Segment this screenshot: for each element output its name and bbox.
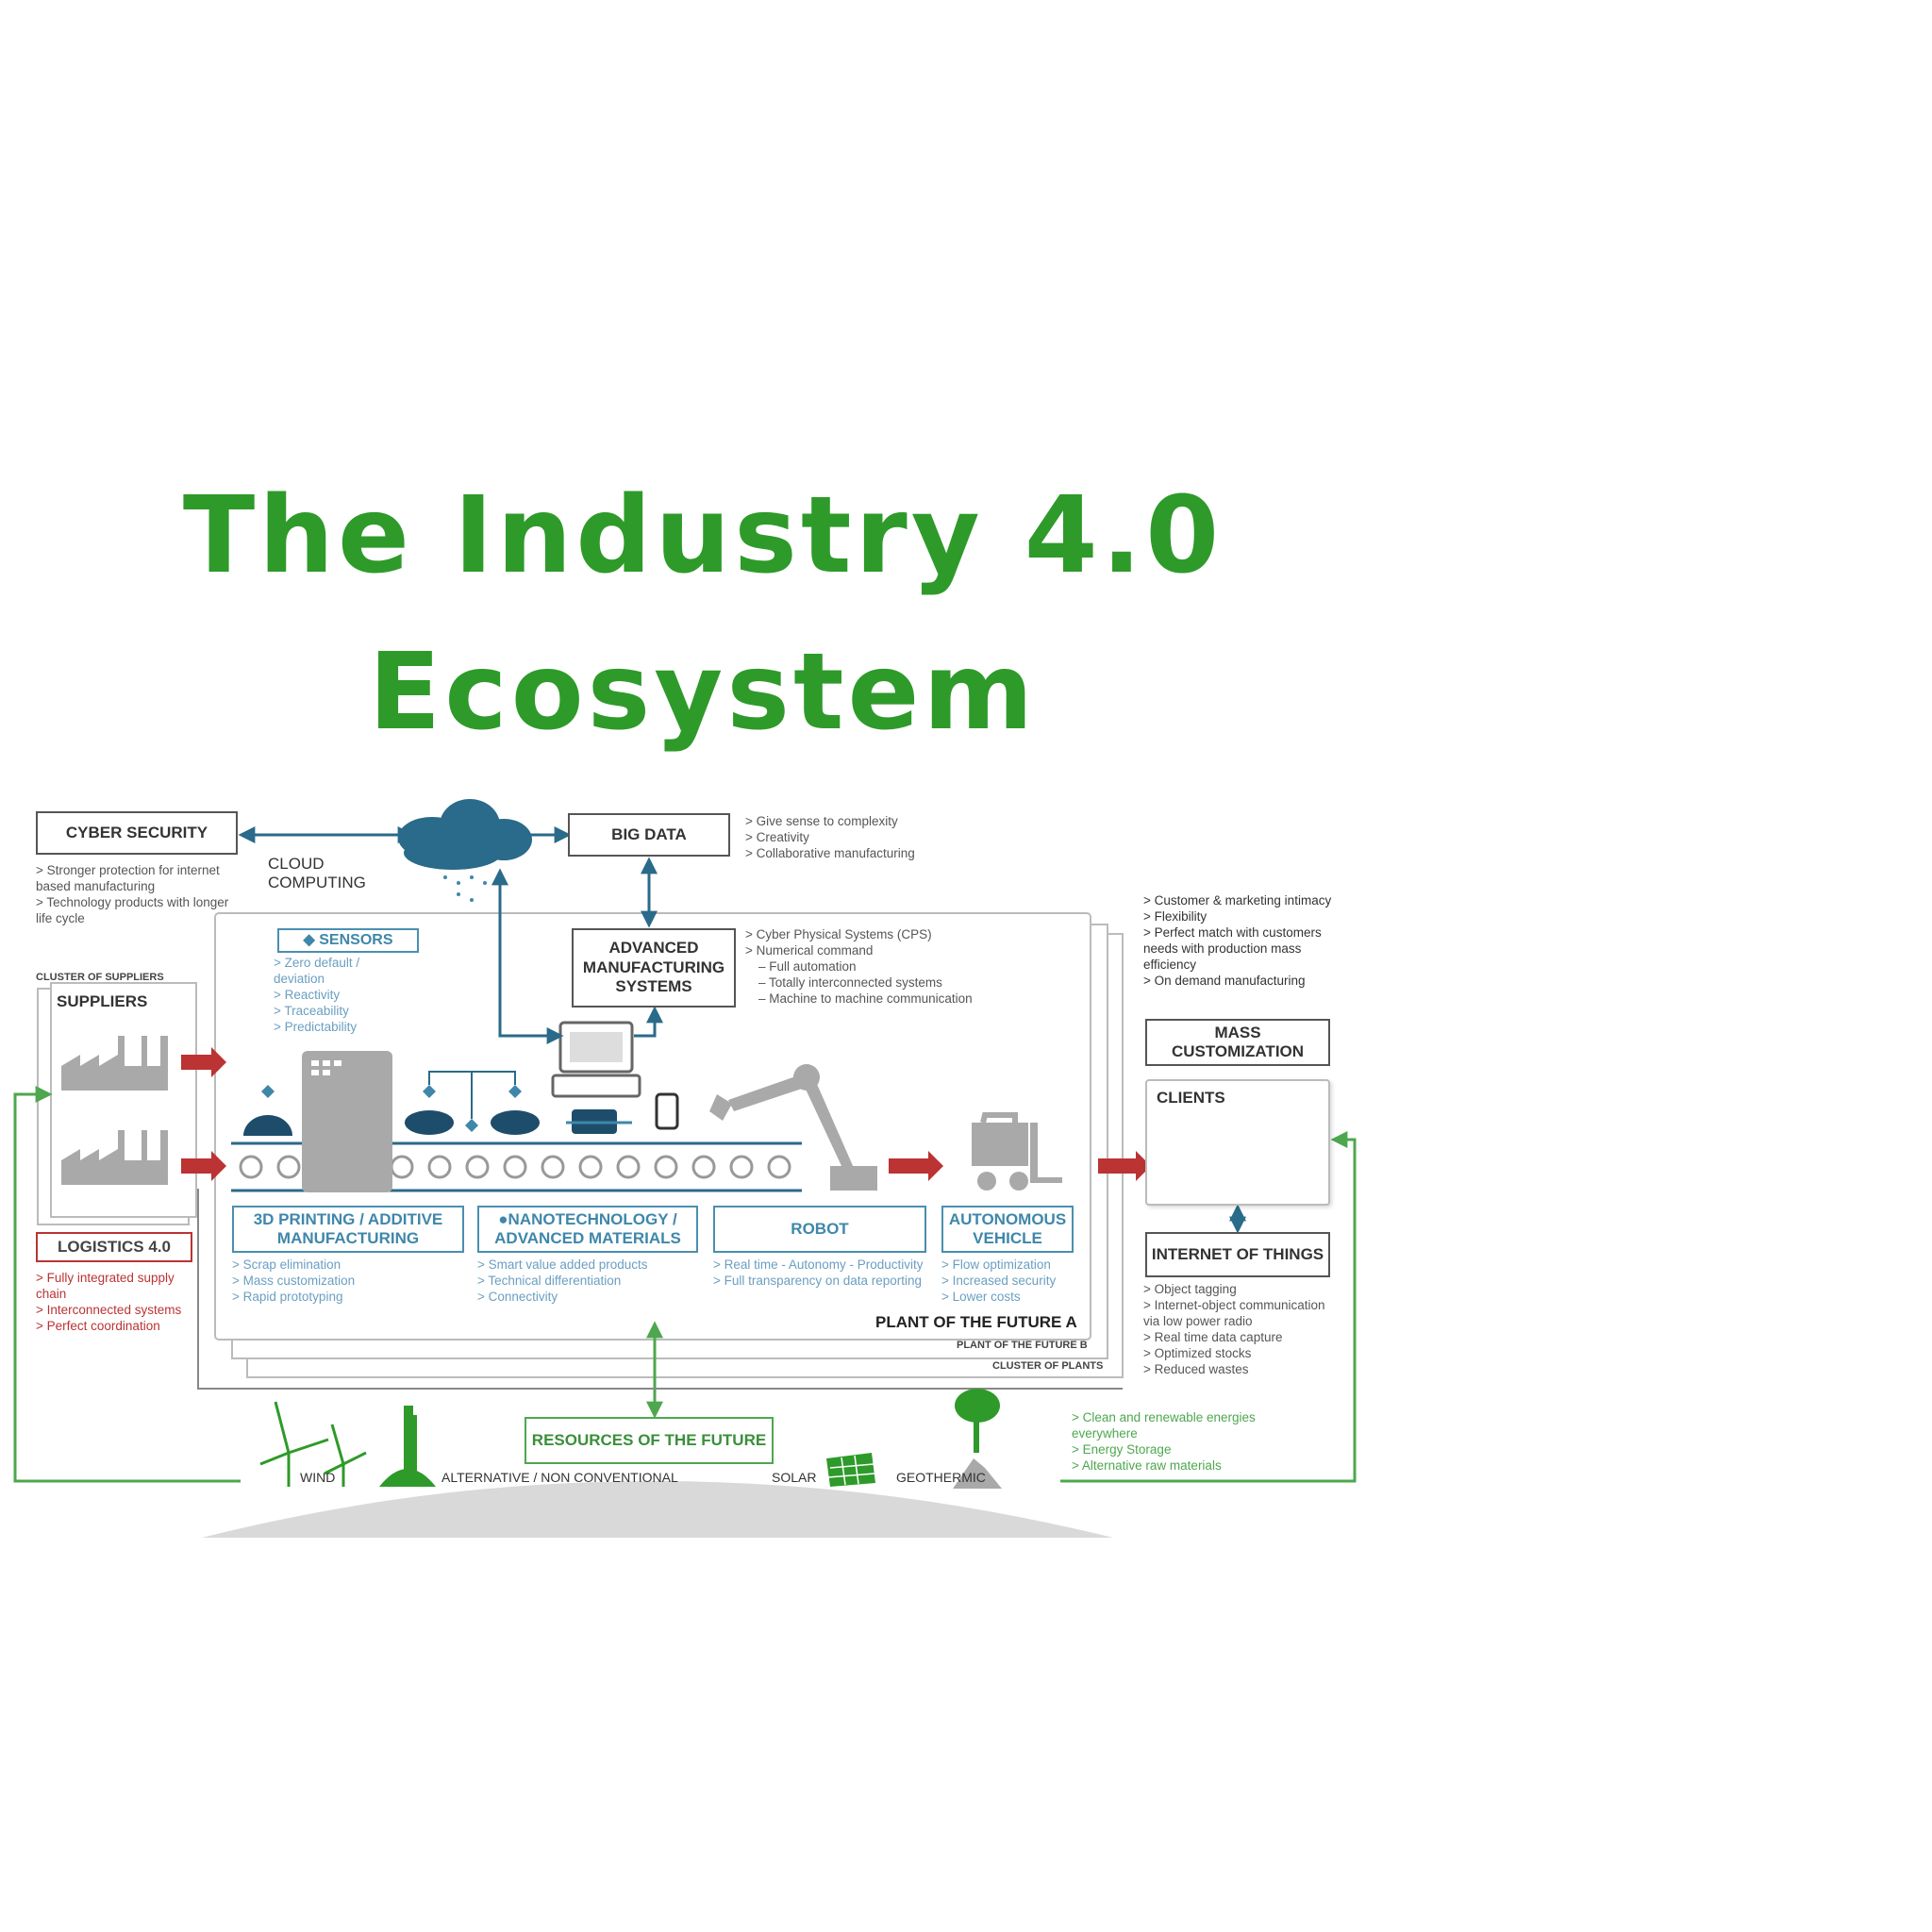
3d-printing-box: 3D PRINTING / ADDITIVE MANUFACTURING xyxy=(232,1206,464,1253)
mass-customization-box: MASS CUSTOMIZATION xyxy=(1145,1019,1330,1066)
suppliers-label: SUPPLIERS xyxy=(57,992,148,1010)
cluster-of-plants-label: CLUSTER OF PLANTS xyxy=(992,1360,1104,1372)
cluster-of-suppliers-label: CLUSTER OF SUPPLIERS xyxy=(36,972,164,983)
big-data-box: BIG DATA xyxy=(568,813,730,857)
cyber-security-bullets: Stronger protection for internet based m… xyxy=(36,862,238,926)
connector-arrows xyxy=(238,826,1246,1234)
internet-of-things-bullets: Object tagging Internet-object communica… xyxy=(1143,1281,1332,1377)
clients-panel xyxy=(1145,1079,1330,1206)
product-disc-icon xyxy=(491,1110,540,1135)
advanced-manufacturing-box: ADVANCED MANUFACTURING SYSTEMS xyxy=(572,928,736,1008)
clients-label: CLIENTS xyxy=(1157,1089,1225,1107)
big-data-bullets: Give sense to complexity Creativity Coll… xyxy=(745,813,953,861)
autonomous-vehicle-bullets: Flow optimization Increased security Low… xyxy=(941,1257,1092,1305)
nanotechnology-bullets: Smart value added products Technical dif… xyxy=(477,1257,704,1305)
plant-b-label: PLANT OF THE FUTURE B xyxy=(957,1340,1088,1351)
resources-bullets: Clean and renewable energies everywhere … xyxy=(1072,1409,1279,1474)
geothermic-icon xyxy=(953,1389,1002,1489)
cloud-computing-label: CLOUD COMPUTING xyxy=(268,855,366,892)
solar-label: SOLAR xyxy=(772,1470,817,1485)
title-line-2: Ecosystem xyxy=(368,631,1038,754)
wind-label: WIND xyxy=(300,1470,336,1485)
cyber-security-box: CYBER SECURITY xyxy=(36,811,238,855)
alternative-plant-icon xyxy=(379,1406,436,1487)
solar-panel-icon xyxy=(826,1453,875,1487)
product-disc-icon xyxy=(405,1110,454,1135)
title-line-1: The Industry 4.0 xyxy=(182,475,1224,597)
computer-icon xyxy=(551,1021,641,1098)
sensor-diamond-icon xyxy=(261,1085,522,1132)
nanotechnology-box: ●NANOTECHNOLOGY / ADVANCED MATERIALS xyxy=(477,1206,698,1253)
internet-of-things-box: INTERNET OF THINGS xyxy=(1145,1232,1330,1277)
green-connectors xyxy=(13,1086,1357,1483)
factory-icon xyxy=(61,1036,168,1185)
alternative-label: ALTERNATIVE / NON CONVENTIONAL xyxy=(441,1470,678,1485)
plant-a-label: PLANT OF THE FUTURE A xyxy=(875,1313,1077,1331)
3d-printer-icon xyxy=(302,1051,392,1192)
sensors-box: ◆ SENSORS xyxy=(277,928,419,953)
autonomous-vehicle-box: AUTONOMOUS VEHICLE xyxy=(941,1206,1074,1253)
conveyor-belt xyxy=(231,1141,802,1192)
forklift-icon xyxy=(972,1112,1062,1191)
robot-arm-icon xyxy=(709,1064,877,1191)
wind-turbine-icon xyxy=(259,1401,367,1487)
advanced-manufacturing-bullets: Cyber Physical Systems (CPS) Numerical c… xyxy=(745,926,1019,1007)
logistics-box: LOGISTICS 4.0 xyxy=(36,1232,192,1262)
product-dome-icon xyxy=(243,1115,292,1136)
mass-customization-bullets: Customer & marketing intimacy Flexibilit… xyxy=(1143,892,1351,989)
3d-printing-bullets: Scrap elimination Mass customization Rap… xyxy=(232,1257,458,1305)
robot-bullets: Real time - Autonomy - Productivity Full… xyxy=(713,1257,940,1289)
robot-box: ROBOT xyxy=(713,1206,926,1253)
phone-icon xyxy=(655,1092,679,1130)
resources-box: RESOURCES OF THE FUTURE xyxy=(525,1417,774,1464)
ground-hill xyxy=(202,1481,1113,1538)
red-arrow-icon xyxy=(181,1047,1151,1181)
logistics-bullets: Fully integrated supply chain Interconne… xyxy=(36,1270,206,1334)
sensors-bullets: Zero default / deviation Reactivity Trac… xyxy=(274,955,396,1035)
geothermic-label: GEOTHERMIC xyxy=(896,1470,986,1485)
